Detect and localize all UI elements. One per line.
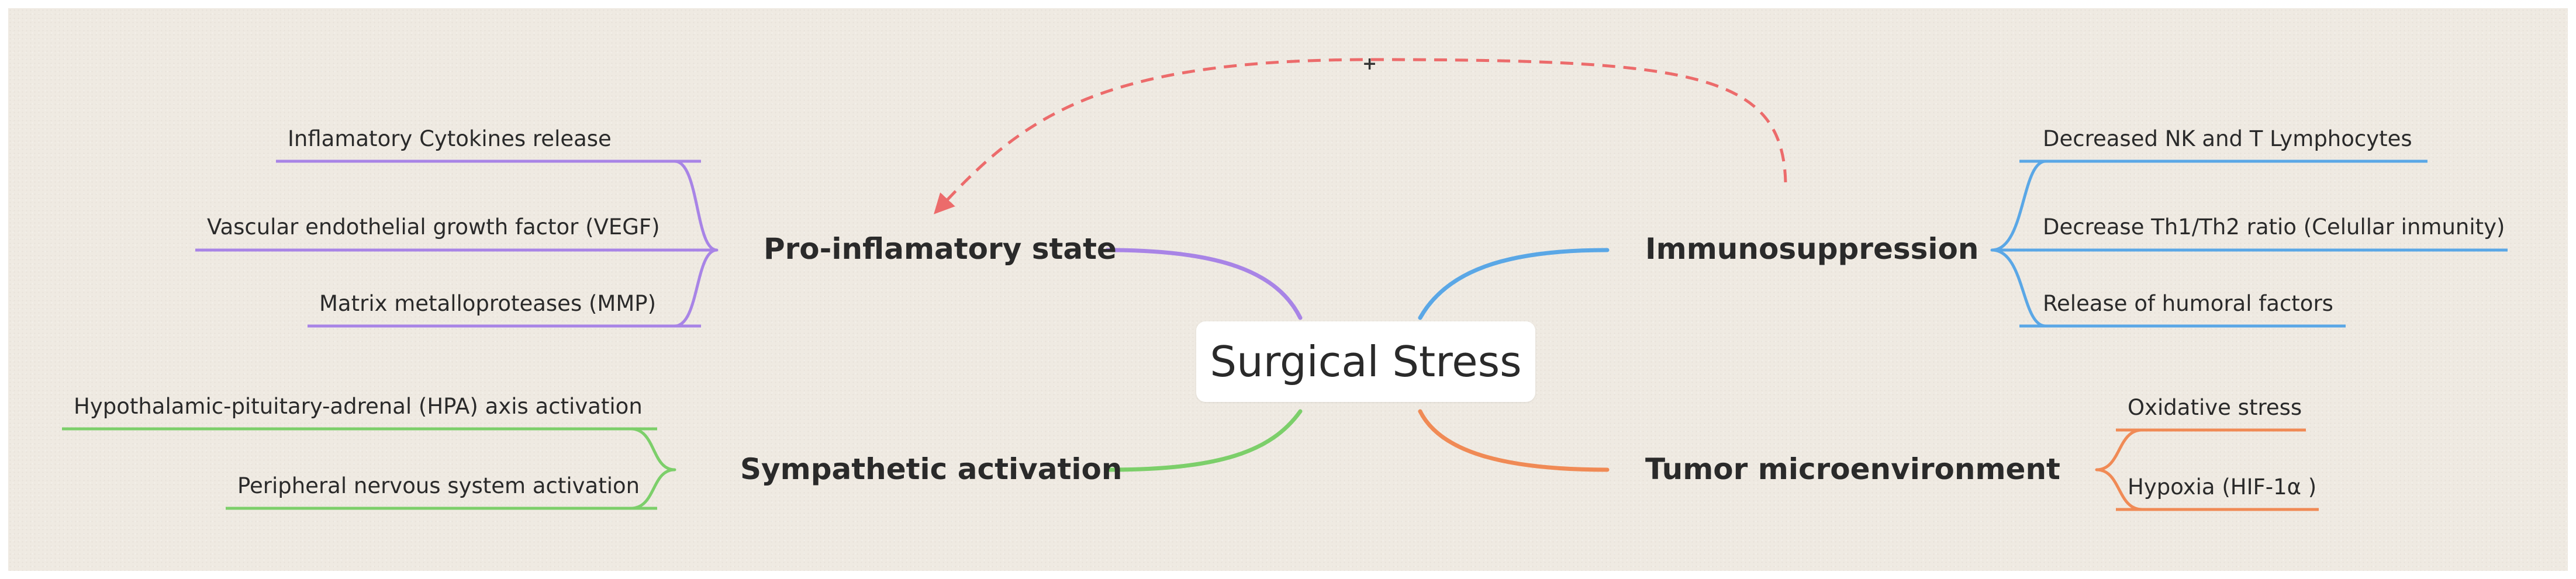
immunosuppression-brace [1990,160,2047,328]
leaf-oxidative-stress[interactable]: Oxidative stress [2128,395,2302,420]
immunosuppression-trunk [1418,248,1610,320]
leaf-humoral-factors[interactable]: Release of humoral factors [2043,291,2333,316]
sympathetic-brace [629,427,676,510]
pro-inflammatory-trunk [1105,248,1303,320]
leaf-mmp[interactable]: Matrix metalloproteases (MMP) [319,291,657,316]
feedback-plus-label: + [1362,54,1377,74]
leaf-th1-th2-ratio[interactable]: Decrease Th1/Th2 ratio (Celullar inmunit… [2043,214,2505,240]
mind-map-canvas: Surgical Stress + Pro-inflamatory state … [8,8,2568,571]
central-topic-label: Surgical Stress [1210,337,1522,386]
central-topic[interactable]: Surgical Stress [1196,321,1535,402]
tumor-trunk [1418,409,1610,472]
branch-pro-inflammatory[interactable]: Pro-inflamatory state [764,232,1117,266]
pro-inflammatory-brace [673,160,719,328]
branch-tumor-microenvironment[interactable]: Tumor microenvironment [1645,452,2060,486]
connector-lines [62,58,2508,511]
feedback-arrow [934,58,1787,214]
leaf-decreased-nk-t[interactable]: Decreased NK and T Lymphocytes [2043,126,2412,151]
leaf-vegf[interactable]: Vascular endothelial growth factor (VEGF… [207,214,660,240]
branch-sympathetic[interactable]: Sympathetic activation [740,452,1123,486]
tumor-brace [2095,428,2144,511]
sympathetic-trunk [1105,409,1303,472]
leaf-peripheral-nervous-system[interactable]: Peripheral nervous system activation [237,473,640,498]
branch-immunosuppression[interactable]: Immunosuppression [1645,232,1979,266]
leaf-hpa-axis[interactable]: Hypothalamic-pituitary-adrenal (HPA) axi… [74,394,643,419]
leaf-inflammatory-cytokines[interactable]: Inflamatory Cytokines release [288,126,612,151]
leaf-hypoxia[interactable]: Hypoxia (HIF-1α ) [2128,474,2317,500]
